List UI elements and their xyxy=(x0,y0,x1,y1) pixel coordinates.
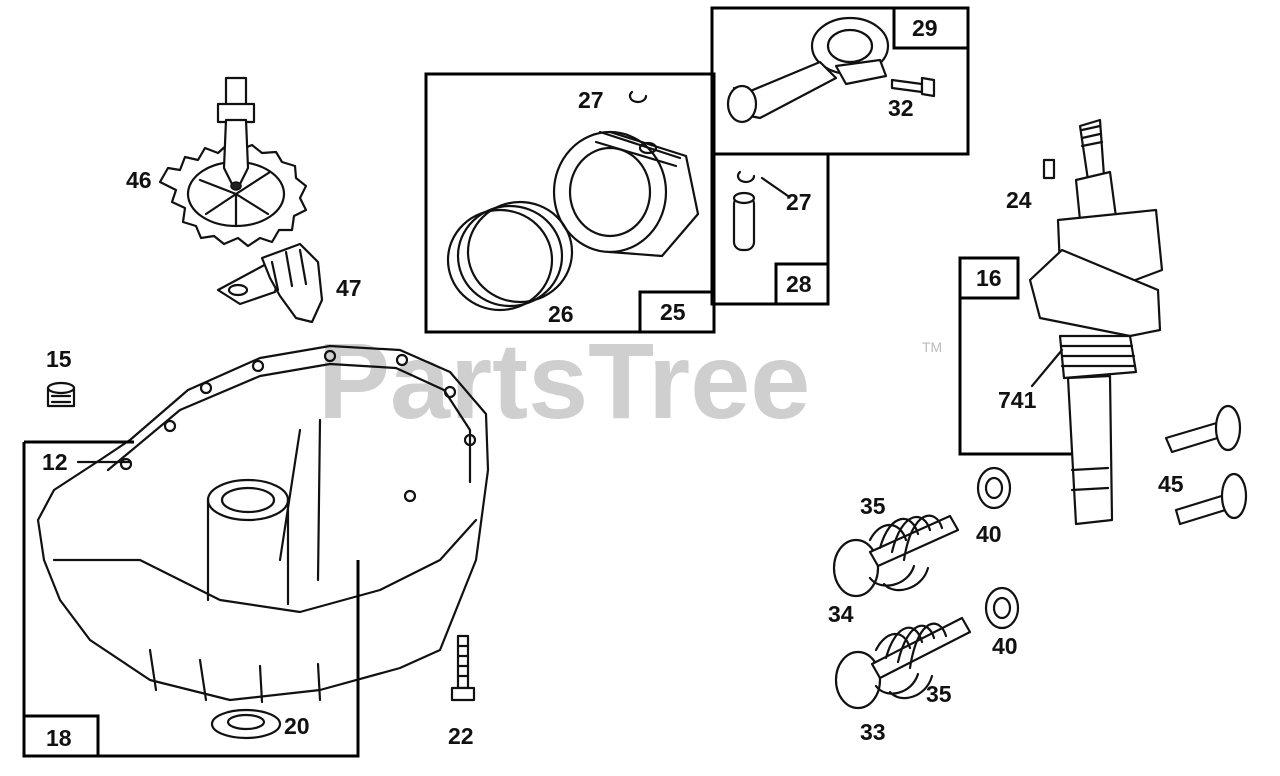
callout-15: 15 xyxy=(46,346,72,372)
callout-32: 32 xyxy=(888,95,914,121)
leader-line-27b xyxy=(760,176,790,198)
callout-741: 741 xyxy=(998,387,1037,413)
connecting-rod-box xyxy=(710,6,970,156)
callout-40-lower: 40 xyxy=(992,633,1018,659)
piston-pin-tag xyxy=(774,262,830,306)
callout-47: 47 xyxy=(336,275,362,301)
valve-upper-part[interactable] xyxy=(1164,404,1242,454)
retaining-ring-b-part[interactable] xyxy=(736,170,756,184)
piston-group-box xyxy=(424,72,716,334)
sump-cover-part[interactable] xyxy=(36,344,490,704)
callout-40-upper: 40 xyxy=(976,521,1002,547)
rod-bolt-part[interactable] xyxy=(890,76,936,98)
piston-group-tag xyxy=(638,290,716,334)
intake-valve-upper-part[interactable] xyxy=(832,514,960,598)
callout-22: 22 xyxy=(448,723,474,749)
bolt-part[interactable] xyxy=(450,634,476,702)
oil-seal-part[interactable] xyxy=(210,708,282,740)
crank-key-part[interactable] xyxy=(1042,158,1056,180)
valve-retainer-lower-part[interactable] xyxy=(984,586,1020,630)
piston-ring-set-part[interactable] xyxy=(446,200,574,312)
valve-retainer-upper-part[interactable] xyxy=(976,466,1012,510)
callout-34: 34 xyxy=(828,601,854,627)
watermark-trademark: TM xyxy=(922,339,942,355)
callout-27-piston: 27 xyxy=(578,87,604,113)
callout-35-upper: 35 xyxy=(860,493,886,519)
valve-spring-lower-part[interactable] xyxy=(874,622,948,700)
crankshaft-tag xyxy=(958,256,1020,300)
callout-45: 45 xyxy=(1158,471,1184,497)
piston-pin-part[interactable] xyxy=(732,191,756,252)
connecting-rod-tag xyxy=(892,6,970,50)
piston-part[interactable] xyxy=(552,130,700,258)
sump-tag xyxy=(22,714,100,758)
callout-29: 29 xyxy=(912,15,938,41)
connecting-rod-part[interactable] xyxy=(726,16,890,124)
cam-gear-part[interactable] xyxy=(158,76,308,248)
callout-35-lower: 35 xyxy=(926,681,952,707)
callout-28: 28 xyxy=(786,271,812,297)
callout-20: 20 xyxy=(284,713,310,739)
callout-25: 25 xyxy=(660,299,686,325)
callout-33: 33 xyxy=(860,719,886,745)
callout-16: 16 xyxy=(976,265,1002,291)
callout-27-pin: 27 xyxy=(786,189,812,215)
callout-26: 26 xyxy=(548,301,574,327)
callout-18: 18 xyxy=(46,725,72,751)
leader-line-741 xyxy=(1030,348,1064,388)
retaining-ring-a-part[interactable] xyxy=(628,90,648,104)
watermark-text: PartsTree xyxy=(318,320,810,441)
callout-46: 46 xyxy=(126,167,152,193)
crankshaft-part[interactable] xyxy=(1028,118,1164,526)
valve-spring-upper-part[interactable] xyxy=(868,514,944,592)
plug-part[interactable] xyxy=(46,381,76,408)
sump-box xyxy=(22,440,360,758)
piston-pin-box xyxy=(710,152,830,306)
valve-lower-part[interactable] xyxy=(1174,472,1248,526)
governor-part[interactable] xyxy=(216,242,324,324)
callout-12: 12 xyxy=(42,449,68,475)
callout-24: 24 xyxy=(1006,187,1032,213)
